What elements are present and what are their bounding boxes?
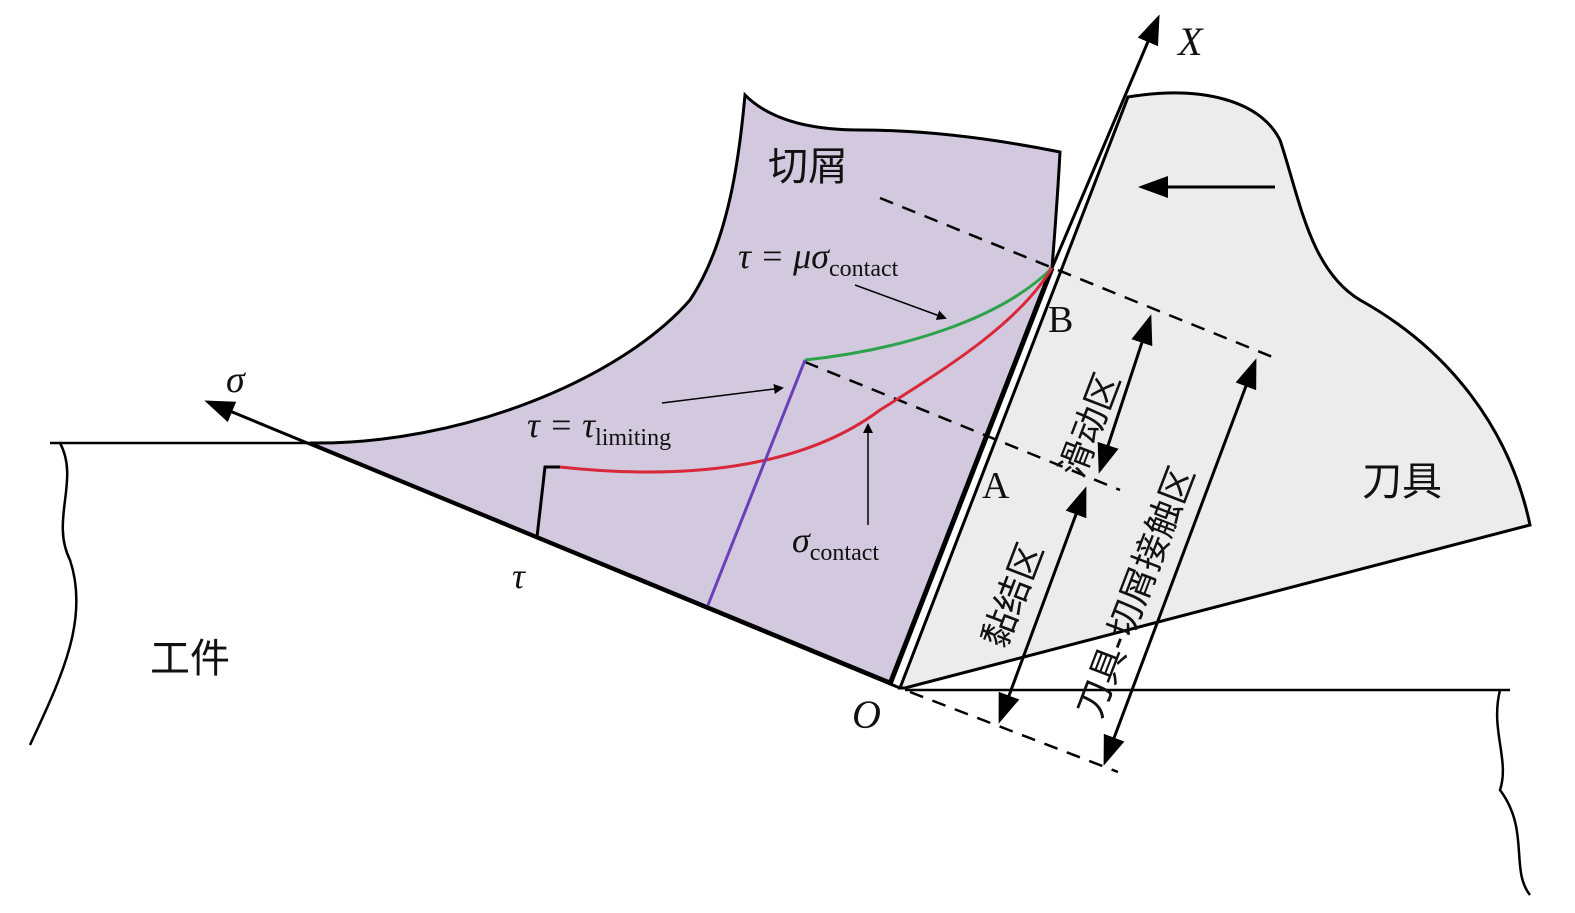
workpiece-surface (28, 441, 310, 746)
sigma-contact-label: σcontact (792, 520, 879, 566)
dashed-guides (804, 196, 1281, 774)
friction-equation: τ = μσcontact (738, 236, 899, 282)
machined-surface (905, 688, 1531, 896)
limiting-equation: τ = τlimiting (527, 405, 671, 451)
point-b-label: B (1048, 299, 1073, 341)
normal-stress-curve (559, 267, 1054, 474)
sigma-axis (204, 400, 901, 690)
tau-label: τ (512, 556, 526, 596)
x-axis (1050, 14, 1160, 269)
workpiece-label: 工件 (150, 636, 230, 682)
friction-stress-curve (804, 266, 1054, 362)
origin-label: O (852, 692, 881, 737)
point-a-label: A (982, 465, 1010, 507)
annotation-pointers (661, 284, 947, 525)
limiting-shear-line (706, 359, 807, 606)
chip-label: 切屑 (768, 144, 848, 190)
x-axis-label: X (1176, 19, 1204, 64)
chip-body (309, 91, 1062, 684)
sigma-axis-label: σ (226, 359, 246, 401)
tool-label: 刀具 (1362, 459, 1442, 505)
zone-arrows (998, 314, 1257, 766)
rake-face (887, 267, 1055, 685)
tau-profile (535, 465, 560, 538)
